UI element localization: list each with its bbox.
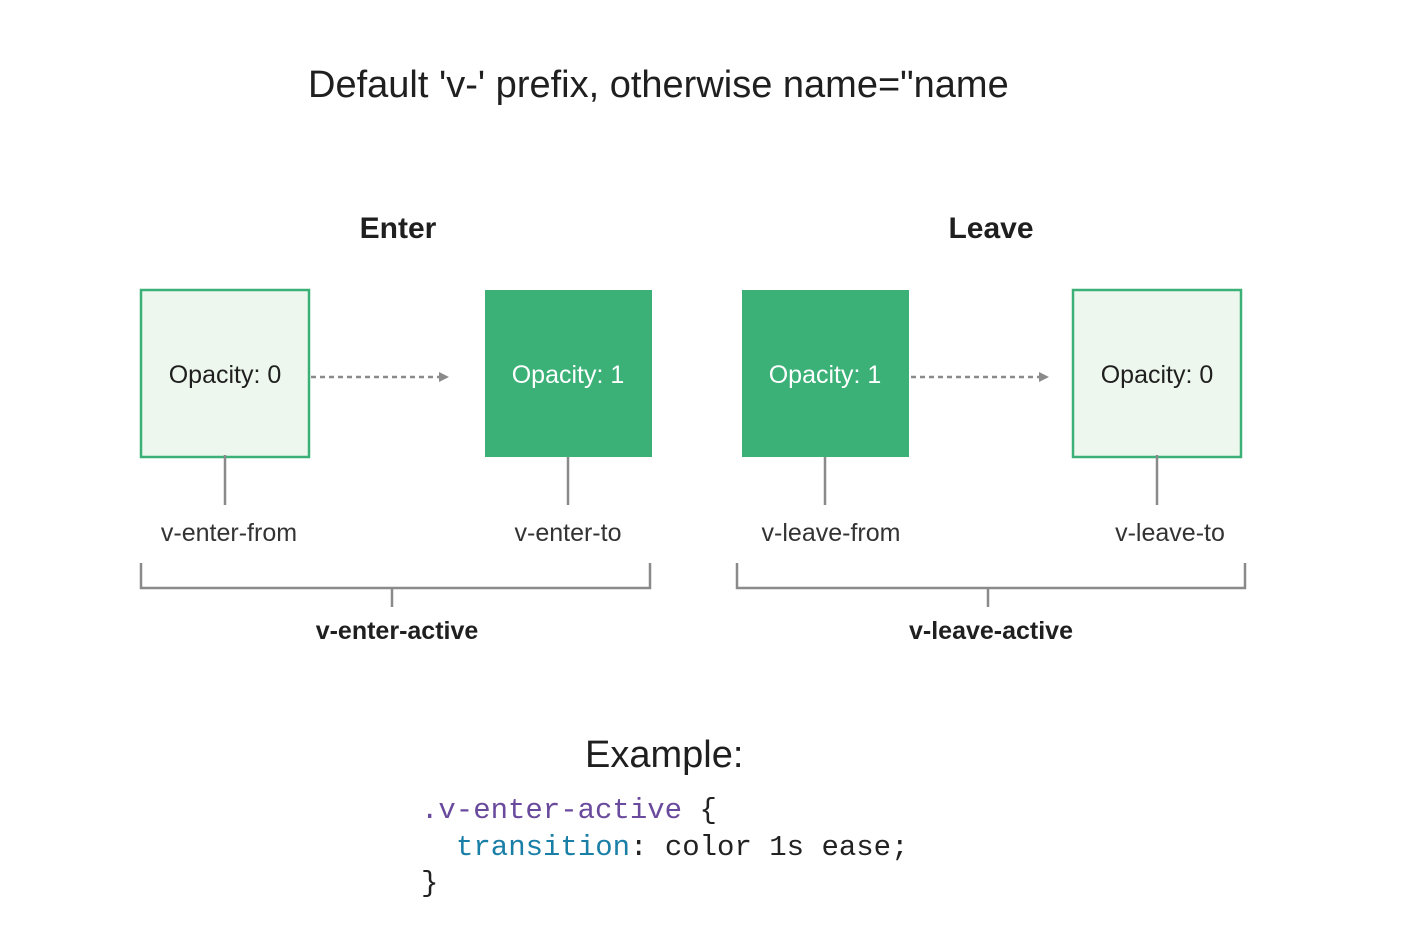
leave-from-class-label: v-leave-from xyxy=(762,519,901,547)
leave-to-class-label: v-leave-to xyxy=(1115,519,1225,547)
diagram-title: Default 'v-' prefix, otherwise name="nam… xyxy=(308,64,1009,106)
code-selector: .v-enter-active xyxy=(421,794,682,827)
enter-from-box-label: Opacity: 0 xyxy=(169,361,282,389)
leave-from-box: Opacity: 1 xyxy=(742,290,909,457)
enter-heading: Enter xyxy=(360,212,437,245)
leave-heading: Leave xyxy=(948,212,1033,245)
code-line-2: transition: color 1s ease; xyxy=(456,831,908,864)
example-heading: Example: xyxy=(585,734,743,776)
leave-to-box: Opacity: 0 xyxy=(1071,288,1243,459)
enter-to-box: Opacity: 1 xyxy=(485,290,652,457)
code-line-3: } xyxy=(421,867,438,900)
enter-from-class-label: v-enter-from xyxy=(161,519,297,547)
enter-to-class-label: v-enter-to xyxy=(515,519,622,547)
enter-active-bracket xyxy=(139,563,652,607)
leave-from-box-label: Opacity: 1 xyxy=(769,361,882,389)
enter-from-box: Opacity: 0 xyxy=(139,288,311,459)
code-property: transition xyxy=(456,831,630,864)
enter-to-box-label: Opacity: 1 xyxy=(512,361,625,389)
code-value: : color 1s ease; xyxy=(630,831,908,864)
code-open-brace: { xyxy=(682,794,717,827)
code-line-1: .v-enter-active { xyxy=(421,794,717,827)
leave-active-label: v-leave-active xyxy=(909,617,1073,645)
code-example: .v-enter-active { transition: color 1s e… xyxy=(421,794,908,900)
leave-to-box-label: Opacity: 0 xyxy=(1101,361,1214,389)
enter-active-label: v-enter-active xyxy=(316,617,479,645)
leave-active-bracket xyxy=(735,563,1247,607)
